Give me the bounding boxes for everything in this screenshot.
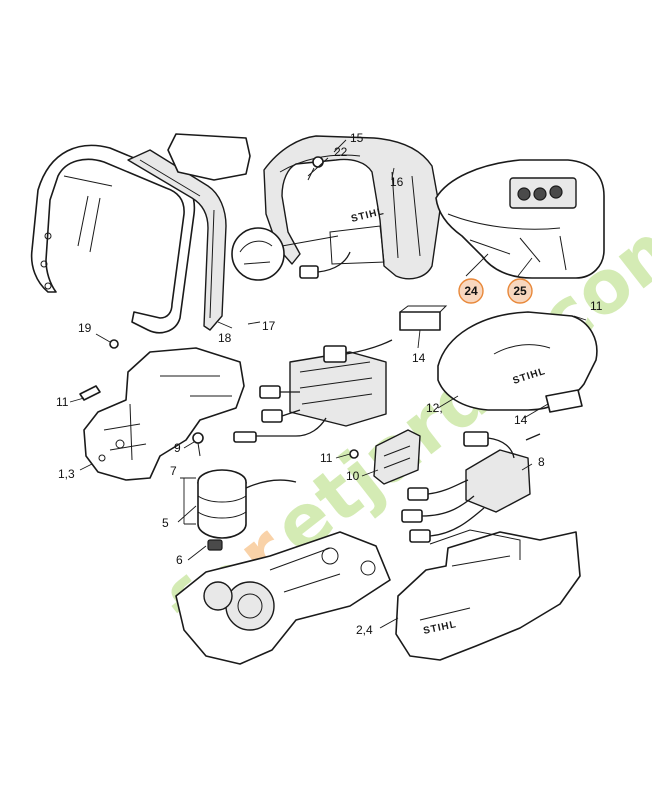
callout-labels: 1,3 2,4 5 6 7 8 9 10 11 11 11 12, 14 14 … <box>56 131 603 637</box>
foam-pad-14-right <box>545 389 583 413</box>
switch-connector-16 <box>299 251 351 279</box>
highlighted-callouts: 24 25 <box>458 278 533 304</box>
callout-25-circle[interactable] <box>507 278 533 304</box>
circuit-board-10 <box>373 429 421 485</box>
callout-15: 15 <box>350 131 364 145</box>
callout-10: 10 <box>346 469 360 483</box>
callout-1-3: 1,3 <box>58 467 75 481</box>
callout-14-top: 14 <box>412 351 426 365</box>
top-cover <box>435 159 605 279</box>
wiring-harness-8 <box>401 431 541 543</box>
callout-24: 24 <box>464 284 478 298</box>
callout-14-bottom: 14 <box>514 413 528 427</box>
callout-11-left: 11 <box>56 395 69 409</box>
callout-2-4: 2,4 <box>356 623 373 637</box>
left-housing-shell <box>83 347 245 481</box>
screw-19 <box>95 333 119 349</box>
lower-shell: STIHL <box>395 529 581 661</box>
callout-8: 8 <box>538 455 545 469</box>
top-handle-housing <box>167 133 441 280</box>
pinion-6 <box>207 539 223 551</box>
callout-5: 5 <box>162 516 169 530</box>
screw-11-center <box>349 449 359 459</box>
callout-7: 7 <box>170 464 177 478</box>
callout-11-right: 11 <box>590 299 603 313</box>
gear-housing-plate <box>175 531 391 665</box>
foam-pad-14-top <box>399 305 448 331</box>
callout-17: 17 <box>262 319 276 333</box>
callout-16: 16 <box>390 175 404 189</box>
electronics-module <box>233 339 393 443</box>
motor-cover: STIHL <box>437 311 598 411</box>
callout-12: 12, <box>426 401 443 415</box>
leader-lines <box>69 139 587 629</box>
callout-19: 19 <box>78 321 92 335</box>
motor-5 <box>197 469 297 539</box>
screw-9 <box>192 432 204 457</box>
callout-11-center: 11 <box>320 451 333 465</box>
detail-inset-circle <box>231 227 339 281</box>
callout-25: 25 <box>513 284 527 298</box>
callout-24-circle[interactable] <box>458 278 484 304</box>
callout-9: 9 <box>174 441 181 455</box>
callout-6: 6 <box>176 553 183 567</box>
callout-22: 22 <box>334 145 348 159</box>
handle-grip-strip <box>127 149 227 331</box>
callout-18: 18 <box>218 331 232 345</box>
